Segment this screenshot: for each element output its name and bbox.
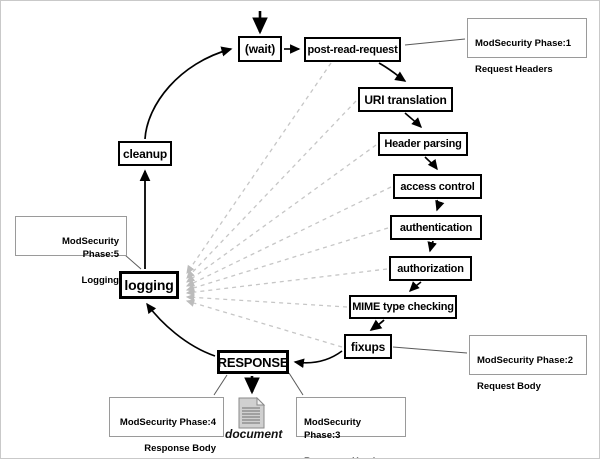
link-post-to-logging xyxy=(186,62,332,274)
phase2-line1: ModSecurity Phase:2 xyxy=(477,355,574,366)
edge-fixups-to-response xyxy=(293,350,343,369)
annotation-modsecurity-phase-5: ModSecurity Phase:5 Logging xyxy=(15,216,127,286)
edge-mime-to-fixups xyxy=(369,319,385,331)
node-uri-translation[interactable]: URI translation xyxy=(358,87,453,112)
annotation-modsecurity-phase-3: ModSecurity Phase:3 Response Headers xyxy=(296,397,406,458)
leader-phase4 xyxy=(213,374,228,396)
node-mime-type-checking[interactable]: MIME type checking xyxy=(349,295,457,319)
annotation-modsecurity-phase-1: ModSecurity Phase:1 Request Headers xyxy=(467,18,587,75)
node-cleanup[interactable]: cleanup xyxy=(118,141,172,166)
node-access-control[interactable]: access control xyxy=(393,174,482,199)
edge-uri-to-header xyxy=(404,112,423,129)
node-post-read-request[interactable]: post-read-request xyxy=(304,37,401,62)
link-header-to-logging xyxy=(186,144,377,283)
edge-response-to-logging xyxy=(146,302,216,357)
phase2-line2: Request Body xyxy=(477,381,541,392)
edge-authz-to-mime xyxy=(408,281,422,293)
phase1-line1: ModSecurity Phase:1 xyxy=(475,38,572,49)
node-fixups[interactable]: fixups xyxy=(344,334,392,359)
edge-access-to-auth xyxy=(435,199,445,212)
phase3-line2: Response Headers xyxy=(304,456,390,458)
phase5-line1: ModSecurity Phase:5 xyxy=(61,236,119,260)
phase4-line2: Response Body xyxy=(144,443,216,454)
node-header-parsing[interactable]: Header parsing xyxy=(378,132,468,156)
node-authentication[interactable]: authentication xyxy=(390,215,482,240)
edge-header-to-access xyxy=(424,156,438,171)
document-label: document xyxy=(225,427,283,441)
node-authorization[interactable]: authorization xyxy=(389,256,472,281)
leader-phase3 xyxy=(288,372,304,396)
node-logging[interactable]: logging xyxy=(119,271,179,299)
link-authz-to-logging xyxy=(185,268,388,297)
edge-post-to-uri xyxy=(378,62,407,82)
node-response[interactable]: RESPONSE xyxy=(217,350,289,374)
phase5-line2: Logging xyxy=(81,275,119,286)
node-wait[interactable]: (wait) xyxy=(238,36,282,62)
phase3-line1: ModSecurity Phase:3 xyxy=(304,417,362,441)
annotation-modsecurity-phase-2: ModSecurity Phase:2 Request Body xyxy=(469,335,587,392)
edge-cleanup-to-wait xyxy=(144,46,233,140)
document-page-icon xyxy=(238,397,266,429)
link-mime-to-logging xyxy=(185,293,348,308)
leader-phase1 xyxy=(404,38,466,46)
phase1-line2: Request Headers xyxy=(475,64,553,75)
annotation-modsecurity-phase-4: ModSecurity Phase:4 Response Body xyxy=(109,397,224,454)
link-fixups-to-logging xyxy=(185,299,343,348)
edge-auth-to-authz xyxy=(427,240,437,253)
leader-phase2 xyxy=(392,346,468,354)
leader-phase5 xyxy=(124,254,142,270)
phase4-line1: ModSecurity Phase:4 xyxy=(119,417,216,428)
link-access-to-logging xyxy=(185,186,392,287)
link-auth-to-logging xyxy=(185,227,389,292)
link-uri-to-logging xyxy=(186,100,357,279)
